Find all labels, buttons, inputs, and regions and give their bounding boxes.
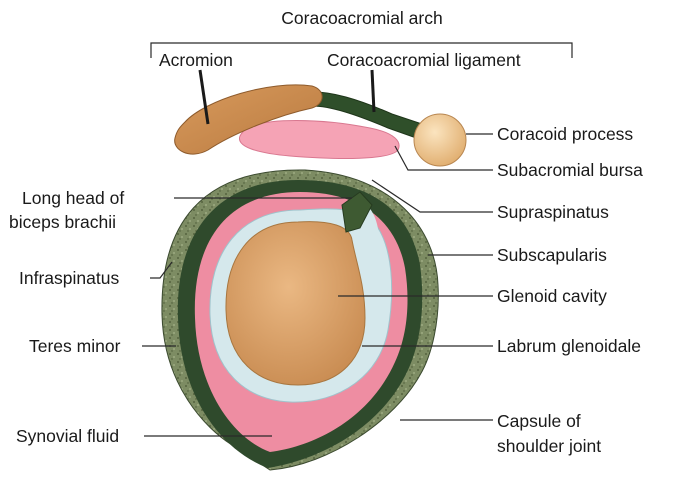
capsule-label-line2: shoulder joint xyxy=(497,436,601,456)
coracoacromial-ligament-label: Coracoacromial ligament xyxy=(327,50,521,70)
coracoid-process-label: Coracoid process xyxy=(497,124,633,144)
glenoid-cavity-label: Glenoid cavity xyxy=(497,286,607,306)
long-head-biceps-label-line2: biceps brachii xyxy=(9,212,116,232)
glenoid-cavity xyxy=(226,222,365,385)
coracoacromial-arch-title: Coracoacromial arch xyxy=(281,8,442,28)
long-head-biceps-label-line1: Long head of xyxy=(22,188,124,208)
teres-minor-label: Teres minor xyxy=(29,336,121,356)
infraspinatus-label: Infraspinatus xyxy=(19,268,119,288)
subacromial-bursa-label: Subacromial bursa xyxy=(497,160,643,180)
labrum-glenoidale-label: Labrum glenoidale xyxy=(497,336,641,356)
capsule-label-line1: Capsule of xyxy=(497,411,581,431)
ligament-leader xyxy=(372,70,374,112)
acromion-label: Acromion xyxy=(159,50,233,70)
subscapularis-label: Subscapularis xyxy=(497,245,607,265)
supraspinatus-label: Supraspinatus xyxy=(497,202,609,222)
coracoid-process xyxy=(414,114,466,166)
synovial-fluid-label: Synovial fluid xyxy=(16,426,119,446)
subacromial-bursa xyxy=(239,121,399,159)
